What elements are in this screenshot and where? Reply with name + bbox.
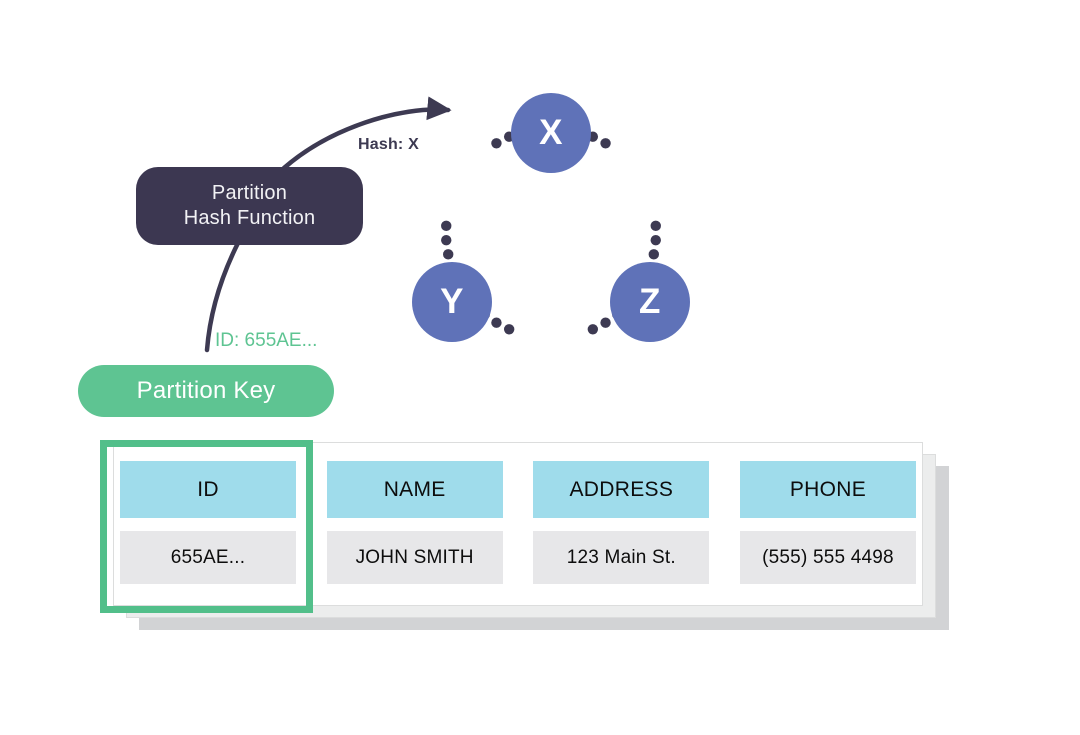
ring-node-y[interactable]: Y bbox=[412, 262, 492, 342]
ring-dot bbox=[503, 324, 515, 335]
column-header: NAME bbox=[326, 461, 503, 518]
ring-dot bbox=[650, 234, 661, 246]
hash-annotation-label: Hash: X bbox=[358, 136, 419, 153]
column-cell: 123 Main St. bbox=[533, 531, 710, 584]
ring-dot bbox=[650, 220, 661, 232]
ring-dot bbox=[600, 138, 611, 149]
table-column-id: ID 655AE... bbox=[120, 461, 296, 589]
column-cell: 655AE... bbox=[120, 531, 296, 584]
partition-key-column-highlight bbox=[100, 440, 313, 613]
ring-dot bbox=[443, 249, 454, 260]
column-cell: (555) 555 4498 bbox=[739, 531, 916, 584]
partition-key-label: Partition Key bbox=[136, 377, 276, 404]
record-table-card: ID 655AE... NAME JOHN SMITH ADDRESS 123 Main … bbox=[113, 442, 923, 606]
partition-key-node[interactable]: Partition Key bbox=[78, 365, 334, 417]
partition-hash-function-node[interactable]: Partition Hash Function bbox=[136, 167, 363, 245]
ring-node-y-label: Y bbox=[440, 282, 464, 321]
record-table-grid: ID 655AE... NAME JOHN SMITH ADDRESS 123 Main … bbox=[114, 443, 922, 605]
hash-function-label-line1: Partition bbox=[211, 182, 288, 204]
ring-node-z[interactable]: Z bbox=[610, 262, 690, 342]
hash-function-label-line2: Hash Function bbox=[183, 207, 316, 229]
column-cell: JOHN SMITH bbox=[326, 531, 503, 584]
ring-node-x[interactable]: X bbox=[511, 93, 591, 173]
ring-dot bbox=[491, 317, 502, 328]
ring-dot bbox=[648, 249, 659, 260]
id-annotation-label: ID: 655AE... bbox=[215, 330, 318, 351]
ring-dot bbox=[491, 138, 502, 149]
ring-dot bbox=[441, 220, 452, 232]
column-header: ADDRESS bbox=[533, 461, 710, 518]
ring-node-z-label: Z bbox=[639, 282, 661, 321]
ring-dot bbox=[587, 324, 599, 335]
table-column-address: ADDRESS 123 Main St. bbox=[533, 461, 710, 589]
column-header: ID bbox=[120, 461, 296, 518]
table-column-name: NAME JOHN SMITH bbox=[326, 461, 503, 589]
ring-node-x-label: X bbox=[539, 113, 563, 152]
ring-dot bbox=[600, 317, 611, 328]
table-column-phone: PHONE (555) 555 4498 bbox=[739, 461, 916, 589]
ring-dot bbox=[441, 234, 452, 246]
column-header: PHONE bbox=[739, 461, 916, 518]
